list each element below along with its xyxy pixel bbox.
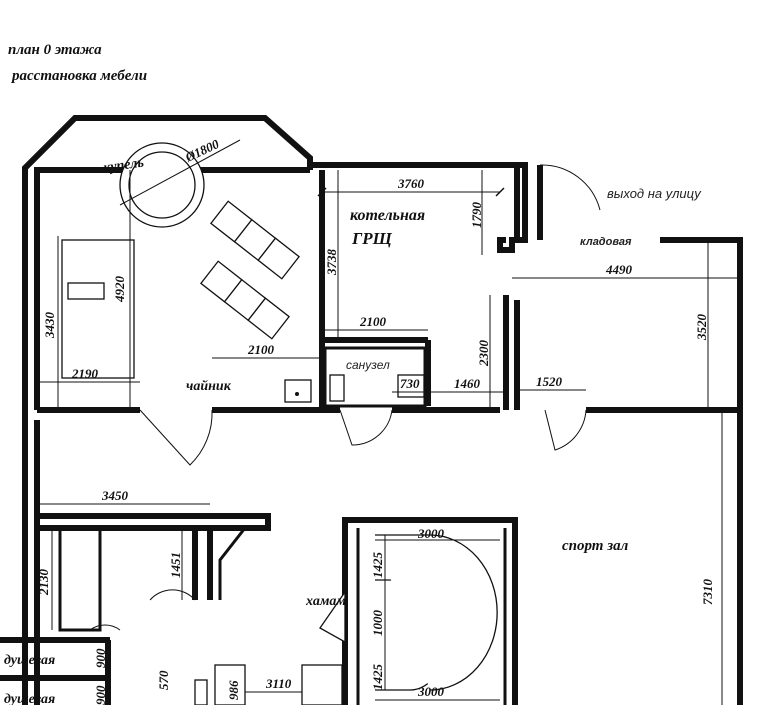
pantry-top-wall — [660, 237, 743, 705]
hamam-door-leaf — [319, 589, 346, 644]
dim-1425-bottom: 1425 — [370, 664, 385, 691]
door-bay-room — [139, 409, 213, 466]
dim-7310: 7310 — [700, 579, 715, 606]
small-cabinet — [194, 679, 208, 705]
dim-986: 986 — [226, 680, 241, 700]
label-hamam: хамам — [305, 594, 346, 609]
walls — [0, 115, 743, 705]
massage-table — [61, 239, 135, 379]
dim-570: 570 — [156, 670, 171, 690]
dim-2100-lower: 2100 — [247, 342, 275, 357]
dim-1460: 1460 — [454, 376, 481, 391]
dim-3738: 3738 — [324, 249, 339, 277]
dim-1000: 1000 — [370, 610, 385, 637]
bay-room-inner-left — [34, 167, 310, 410]
chair-1 — [214, 664, 246, 705]
kupel-inner — [128, 151, 196, 219]
label-kotelnaya: котельная — [350, 207, 425, 224]
lounger-1 — [210, 200, 300, 280]
label-sanuzel: санузел — [346, 358, 390, 372]
hamam-bench-outer — [375, 534, 498, 691]
dimension-labels: Ø1800 3760 1790 3738 4920 3430 2190 2100… — [36, 136, 715, 705]
dim-4920: 4920 — [112, 276, 127, 304]
label-kladovaya: кладовая — [580, 236, 632, 248]
door-shower-2 — [89, 624, 121, 631]
boiler-top-wall — [310, 162, 528, 253]
plan-title-line2: расстановка мебели — [10, 68, 147, 84]
dim-3110: 3110 — [265, 676, 292, 691]
label-dushevaya-1: душевая — [4, 653, 55, 668]
dim-900-1: 900 — [93, 648, 108, 668]
door-sanuzel — [339, 409, 393, 446]
doors — [89, 164, 601, 631]
label-vyhod: выход на улицу — [607, 186, 702, 201]
dim-1451: 1451 — [168, 552, 183, 578]
door-exit — [539, 164, 601, 211]
shower-block-top — [37, 513, 271, 531]
dim-3760: 3760 — [397, 176, 425, 191]
dim-4490: 4490 — [605, 262, 633, 277]
dim-1790: 1790 — [469, 202, 484, 229]
dim-3000-bottom: 3000 — [417, 684, 445, 699]
kettle-cabinet — [284, 379, 312, 403]
dim-1425-top: 1425 — [370, 552, 385, 579]
dim-3000-top: 3000 — [417, 526, 445, 541]
dim-3430: 3430 — [42, 312, 57, 340]
shower-inner — [58, 528, 102, 632]
label-grsch: ГРЩ — [351, 229, 393, 248]
label-kupel: купель — [102, 155, 144, 175]
toilet — [329, 374, 345, 402]
dim-3520: 3520 — [694, 314, 709, 342]
dim-3450: 3450 — [101, 488, 129, 503]
dim-730: 730 — [400, 376, 420, 391]
dim-2100-upper: 2100 — [359, 314, 387, 329]
massage-pillow — [67, 282, 105, 300]
plan-title-line1: план 0 этажа — [8, 42, 102, 58]
door-sport — [544, 409, 587, 451]
furniture — [61, 142, 498, 705]
room-labels: купель котельная ГРЩ санузел выход на ул… — [4, 155, 702, 705]
shower-stair — [210, 526, 249, 600]
dimension-lines — [37, 139, 740, 705]
bay-room-wall — [22, 115, 313, 705]
dim-2190: 2190 — [71, 366, 99, 381]
kettle-dot — [295, 392, 299, 396]
label-chaynik: чайник — [186, 379, 232, 394]
dim-2300: 2300 — [476, 340, 491, 368]
dim-900-2: 900 — [93, 685, 108, 705]
dim-2130: 2130 — [36, 569, 51, 597]
lounger-2 — [200, 260, 290, 340]
dim-1520: 1520 — [536, 374, 563, 389]
label-sport-zal: спорт зал — [562, 538, 629, 554]
chair-2 — [301, 664, 343, 705]
door-shower — [149, 589, 196, 601]
label-dushevaya-2: душевая — [4, 692, 55, 705]
